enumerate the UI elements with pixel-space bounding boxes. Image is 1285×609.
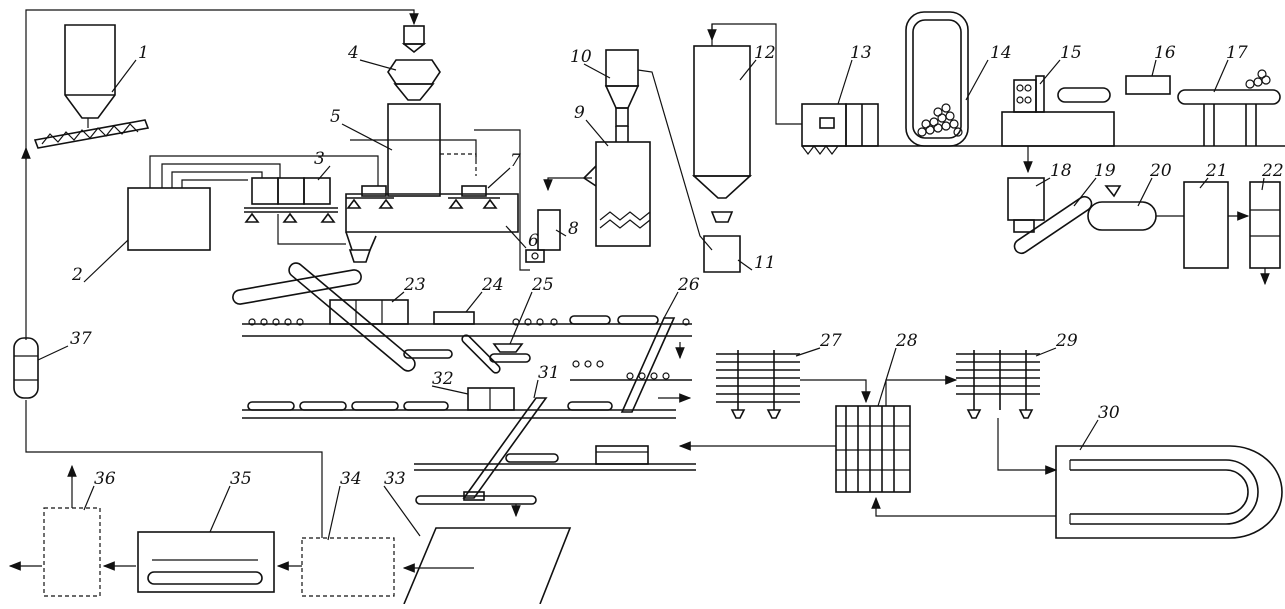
rack-29 <box>956 350 1040 418</box>
small-dosers <box>346 130 530 270</box>
label-28: 28 <box>895 331 918 351</box>
label-35: 35 <box>230 469 252 489</box>
balls-14 <box>918 104 962 136</box>
mixer-4-5 <box>388 26 440 196</box>
silo-1 <box>35 25 148 148</box>
label-27: 27 <box>819 331 842 351</box>
bottom-left-line <box>10 338 394 596</box>
unit-33 <box>404 528 570 604</box>
lower-right-line <box>1008 146 1280 284</box>
label-9: 9 <box>574 103 585 123</box>
label-13: 13 <box>850 43 872 63</box>
label-8: 8 <box>568 219 579 239</box>
upper-line <box>802 12 1285 154</box>
label-4: 4 <box>347 43 359 63</box>
label-29: 29 <box>1055 331 1078 351</box>
leader-lines <box>38 60 1264 540</box>
label-31: 31 <box>538 363 560 383</box>
conveyor-section <box>232 260 692 412</box>
label-1: 1 <box>138 43 149 63</box>
label-20: 20 <box>1149 161 1172 181</box>
rack-28 <box>836 406 910 492</box>
label-10: 10 <box>570 47 592 67</box>
control-unit-2 <box>128 140 476 250</box>
label-3: 3 <box>314 149 325 169</box>
label-2: 2 <box>71 265 83 285</box>
label-7: 7 <box>510 151 521 171</box>
label-5: 5 <box>330 107 341 127</box>
label-36: 36 <box>94 469 116 489</box>
label-26: 26 <box>677 275 700 295</box>
label-16: 16 <box>1154 43 1176 63</box>
label-32: 32 <box>432 369 454 389</box>
silo-12-11 <box>694 24 802 272</box>
label-24: 24 <box>481 275 504 295</box>
label-18: 18 <box>1050 161 1072 181</box>
conveyor-row-3 <box>414 446 836 516</box>
label-37: 37 <box>70 329 92 349</box>
label-22: 22 <box>1261 161 1284 181</box>
label-15: 15 <box>1060 43 1082 63</box>
label-11: 11 <box>754 253 776 273</box>
conveyor-row-2 <box>242 388 676 498</box>
label-25: 25 <box>531 275 554 295</box>
number-labels: 1 2 3 4 5 6 7 8 9 10 11 12 13 14 15 16 1… <box>70 43 1284 489</box>
label-21: 21 <box>1205 161 1228 181</box>
label-23: 23 <box>403 275 426 295</box>
dosers-3 <box>244 178 346 244</box>
label-17: 17 <box>1226 43 1248 63</box>
label-34: 34 <box>340 469 362 489</box>
label-12: 12 <box>754 43 776 63</box>
label-6: 6 <box>528 231 539 251</box>
dryer-9-10 <box>584 50 712 250</box>
label-33: 33 <box>384 469 406 489</box>
label-19: 19 <box>1094 161 1116 181</box>
rack-27 <box>716 350 800 418</box>
label-30: 30 <box>1098 403 1120 423</box>
label-14: 14 <box>990 43 1012 63</box>
kiln-30 <box>876 446 1282 538</box>
racks-27-29 <box>716 350 1056 492</box>
